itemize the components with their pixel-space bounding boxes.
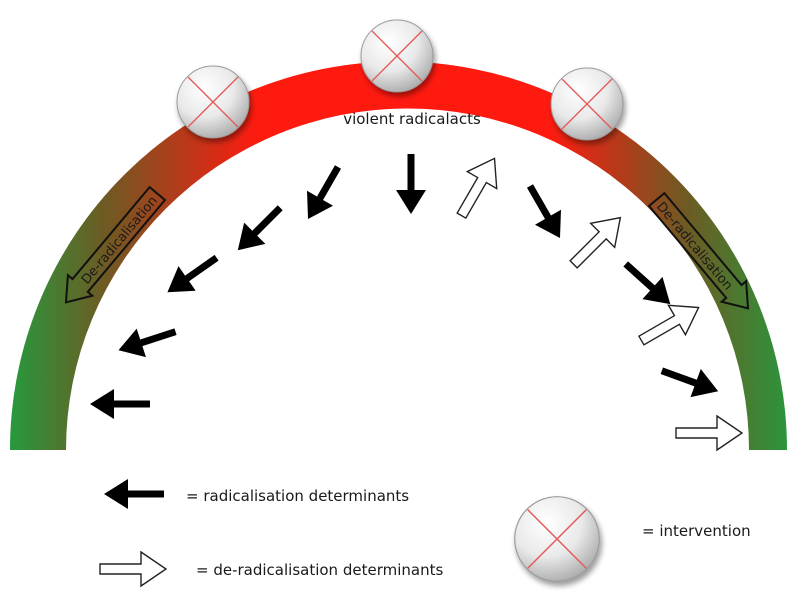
legend-intervention-label: = intervention [642,522,751,540]
radicalisation-arrow-icon [396,154,426,214]
radicalisation-arrow-icon [113,317,181,365]
radicalisation-arrow-icon [158,245,226,305]
legend-radicalisation-label: = radicalisation determinants [186,487,409,505]
legend-deradicalisation-arrow-icon [99,551,167,587]
legend-radicalisation-arrow-icon [104,479,164,509]
deradicalisation-arrow-icon [675,415,743,451]
intervention-icon [176,65,250,139]
legend-deradicalisation-label: = de-radicalisation determinants [196,561,443,579]
deradicalisation-arrow-icon [446,149,510,225]
intervention-icon [360,19,434,93]
radicalisation-arrow-icon [90,389,150,419]
deradicalisation-arrows [99,149,743,587]
deradicalisation-arrow-icon [632,292,708,356]
radicalisation-arrow-icon [656,356,724,406]
radicalisation-arrows [90,154,724,509]
radicalisation-arrow-icon [295,159,351,227]
legend-intervention-icon [513,495,601,583]
radicalisation-arrow-icon [227,197,291,261]
arc-top-label: violent radicalacts [343,110,481,128]
radicalisation-arrow-icon [517,178,573,246]
deradicalisation-arrow-icon [560,204,634,278]
arc-band [10,61,787,450]
intervention-icon [550,67,624,141]
